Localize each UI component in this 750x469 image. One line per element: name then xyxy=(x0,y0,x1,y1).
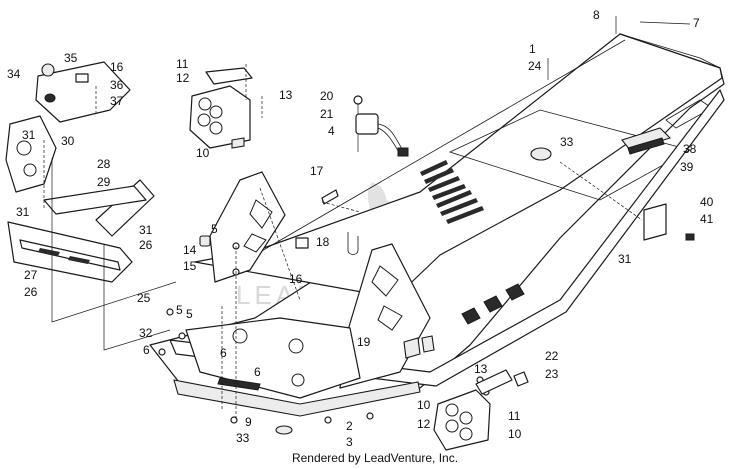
callout-33-top: 33 xyxy=(560,135,574,149)
callout-14: 14 xyxy=(183,243,197,257)
callout-30: 30 xyxy=(61,134,75,148)
callout-10-c: 10 xyxy=(508,427,522,441)
callout-5-c: 5 xyxy=(186,307,193,321)
callout-39: 39 xyxy=(680,160,694,174)
callout-24: 24 xyxy=(528,59,542,73)
footer-credit: Rendered by LeadVenture, Inc. xyxy=(291,451,459,465)
callout-38: 38 xyxy=(683,142,697,156)
callout-22: 22 xyxy=(545,349,559,363)
callout-3: 3 xyxy=(346,435,353,449)
callout-31-c: 31 xyxy=(139,223,153,237)
tunnel-assembly xyxy=(149,33,725,417)
callout-28: 28 xyxy=(97,157,111,171)
callout-6-b: 6 xyxy=(220,346,227,360)
callout-6-c: 6 xyxy=(254,365,261,379)
louvre-vents xyxy=(420,160,484,224)
upper-bracket xyxy=(189,64,263,149)
callout-33-bottom: 33 xyxy=(236,431,250,445)
callout-31-a: 31 xyxy=(22,128,36,142)
callout-26-a: 26 xyxy=(139,238,153,252)
callout-36: 36 xyxy=(110,78,124,92)
callout-40: 40 xyxy=(700,195,714,209)
callout-20: 20 xyxy=(320,89,334,103)
callout-5-a: 5 xyxy=(211,222,218,236)
callout-18: 18 xyxy=(316,235,330,249)
callout-9: 9 xyxy=(245,415,252,429)
callout-7: 7 xyxy=(693,16,700,30)
callout-31-right: 31 xyxy=(618,252,632,266)
callout-12-bottom: 12 xyxy=(417,417,431,431)
hardware-parts xyxy=(158,95,695,435)
callout-16-left: 16 xyxy=(110,60,124,74)
callout-16-center: 16 xyxy=(289,272,303,286)
callout-35: 35 xyxy=(64,51,78,65)
callout-4: 4 xyxy=(328,124,335,138)
callout-17: 17 xyxy=(310,164,324,178)
callout-19: 19 xyxy=(357,335,371,349)
callout-2: 2 xyxy=(346,419,353,433)
callout-26-b: 26 xyxy=(24,285,38,299)
callout-13-bottom: 13 xyxy=(474,362,488,376)
callouts: 1 24 8 7 33 38 39 40 41 31 20 21 4 17 18… xyxy=(7,8,714,449)
callout-8: 8 xyxy=(593,8,600,22)
callout-41: 41 xyxy=(700,212,714,226)
callout-10-top: 10 xyxy=(196,146,210,160)
callout-27: 27 xyxy=(24,268,38,282)
left-subassembly xyxy=(5,61,177,351)
callout-11-top: 11 xyxy=(176,57,189,71)
callout-34: 34 xyxy=(7,67,21,81)
callout-25: 25 xyxy=(137,291,151,305)
callout-32: 32 xyxy=(139,326,153,340)
callout-15: 15 xyxy=(183,259,197,273)
callout-5-b: 5 xyxy=(176,303,183,317)
lower-bracket xyxy=(433,369,513,451)
callout-31-b: 31 xyxy=(16,205,30,219)
callout-37: 37 xyxy=(110,94,124,108)
callout-23: 23 xyxy=(545,367,559,381)
callout-21: 21 xyxy=(320,107,334,121)
callout-13-top: 13 xyxy=(279,88,293,102)
callout-6-a: 6 xyxy=(143,343,150,357)
callout-1: 1 xyxy=(529,42,536,56)
guide-lines xyxy=(221,16,691,420)
callout-12-top: 12 xyxy=(176,71,190,85)
callout-29: 29 xyxy=(97,175,111,189)
callout-10-b: 10 xyxy=(417,398,431,412)
callout-11-bottom: 11 xyxy=(508,409,521,423)
